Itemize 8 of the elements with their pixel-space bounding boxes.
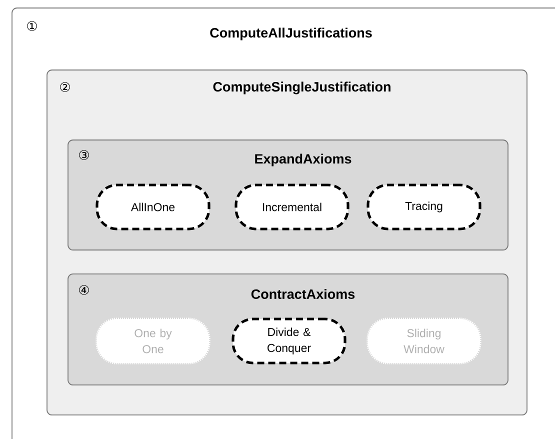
step-number: ② [60, 82, 70, 92]
step-number: ③ [79, 150, 89, 160]
step-number: ④ [79, 285, 89, 295]
group-heading: ContractAxioms [251, 289, 355, 299]
step-number: ① [27, 21, 37, 31]
group-heading: ExpandAxioms [255, 154, 352, 166]
group-heading: ComputeAllJustifications [210, 28, 372, 40]
group-heading: ComputeSingleJustification [213, 82, 390, 94]
